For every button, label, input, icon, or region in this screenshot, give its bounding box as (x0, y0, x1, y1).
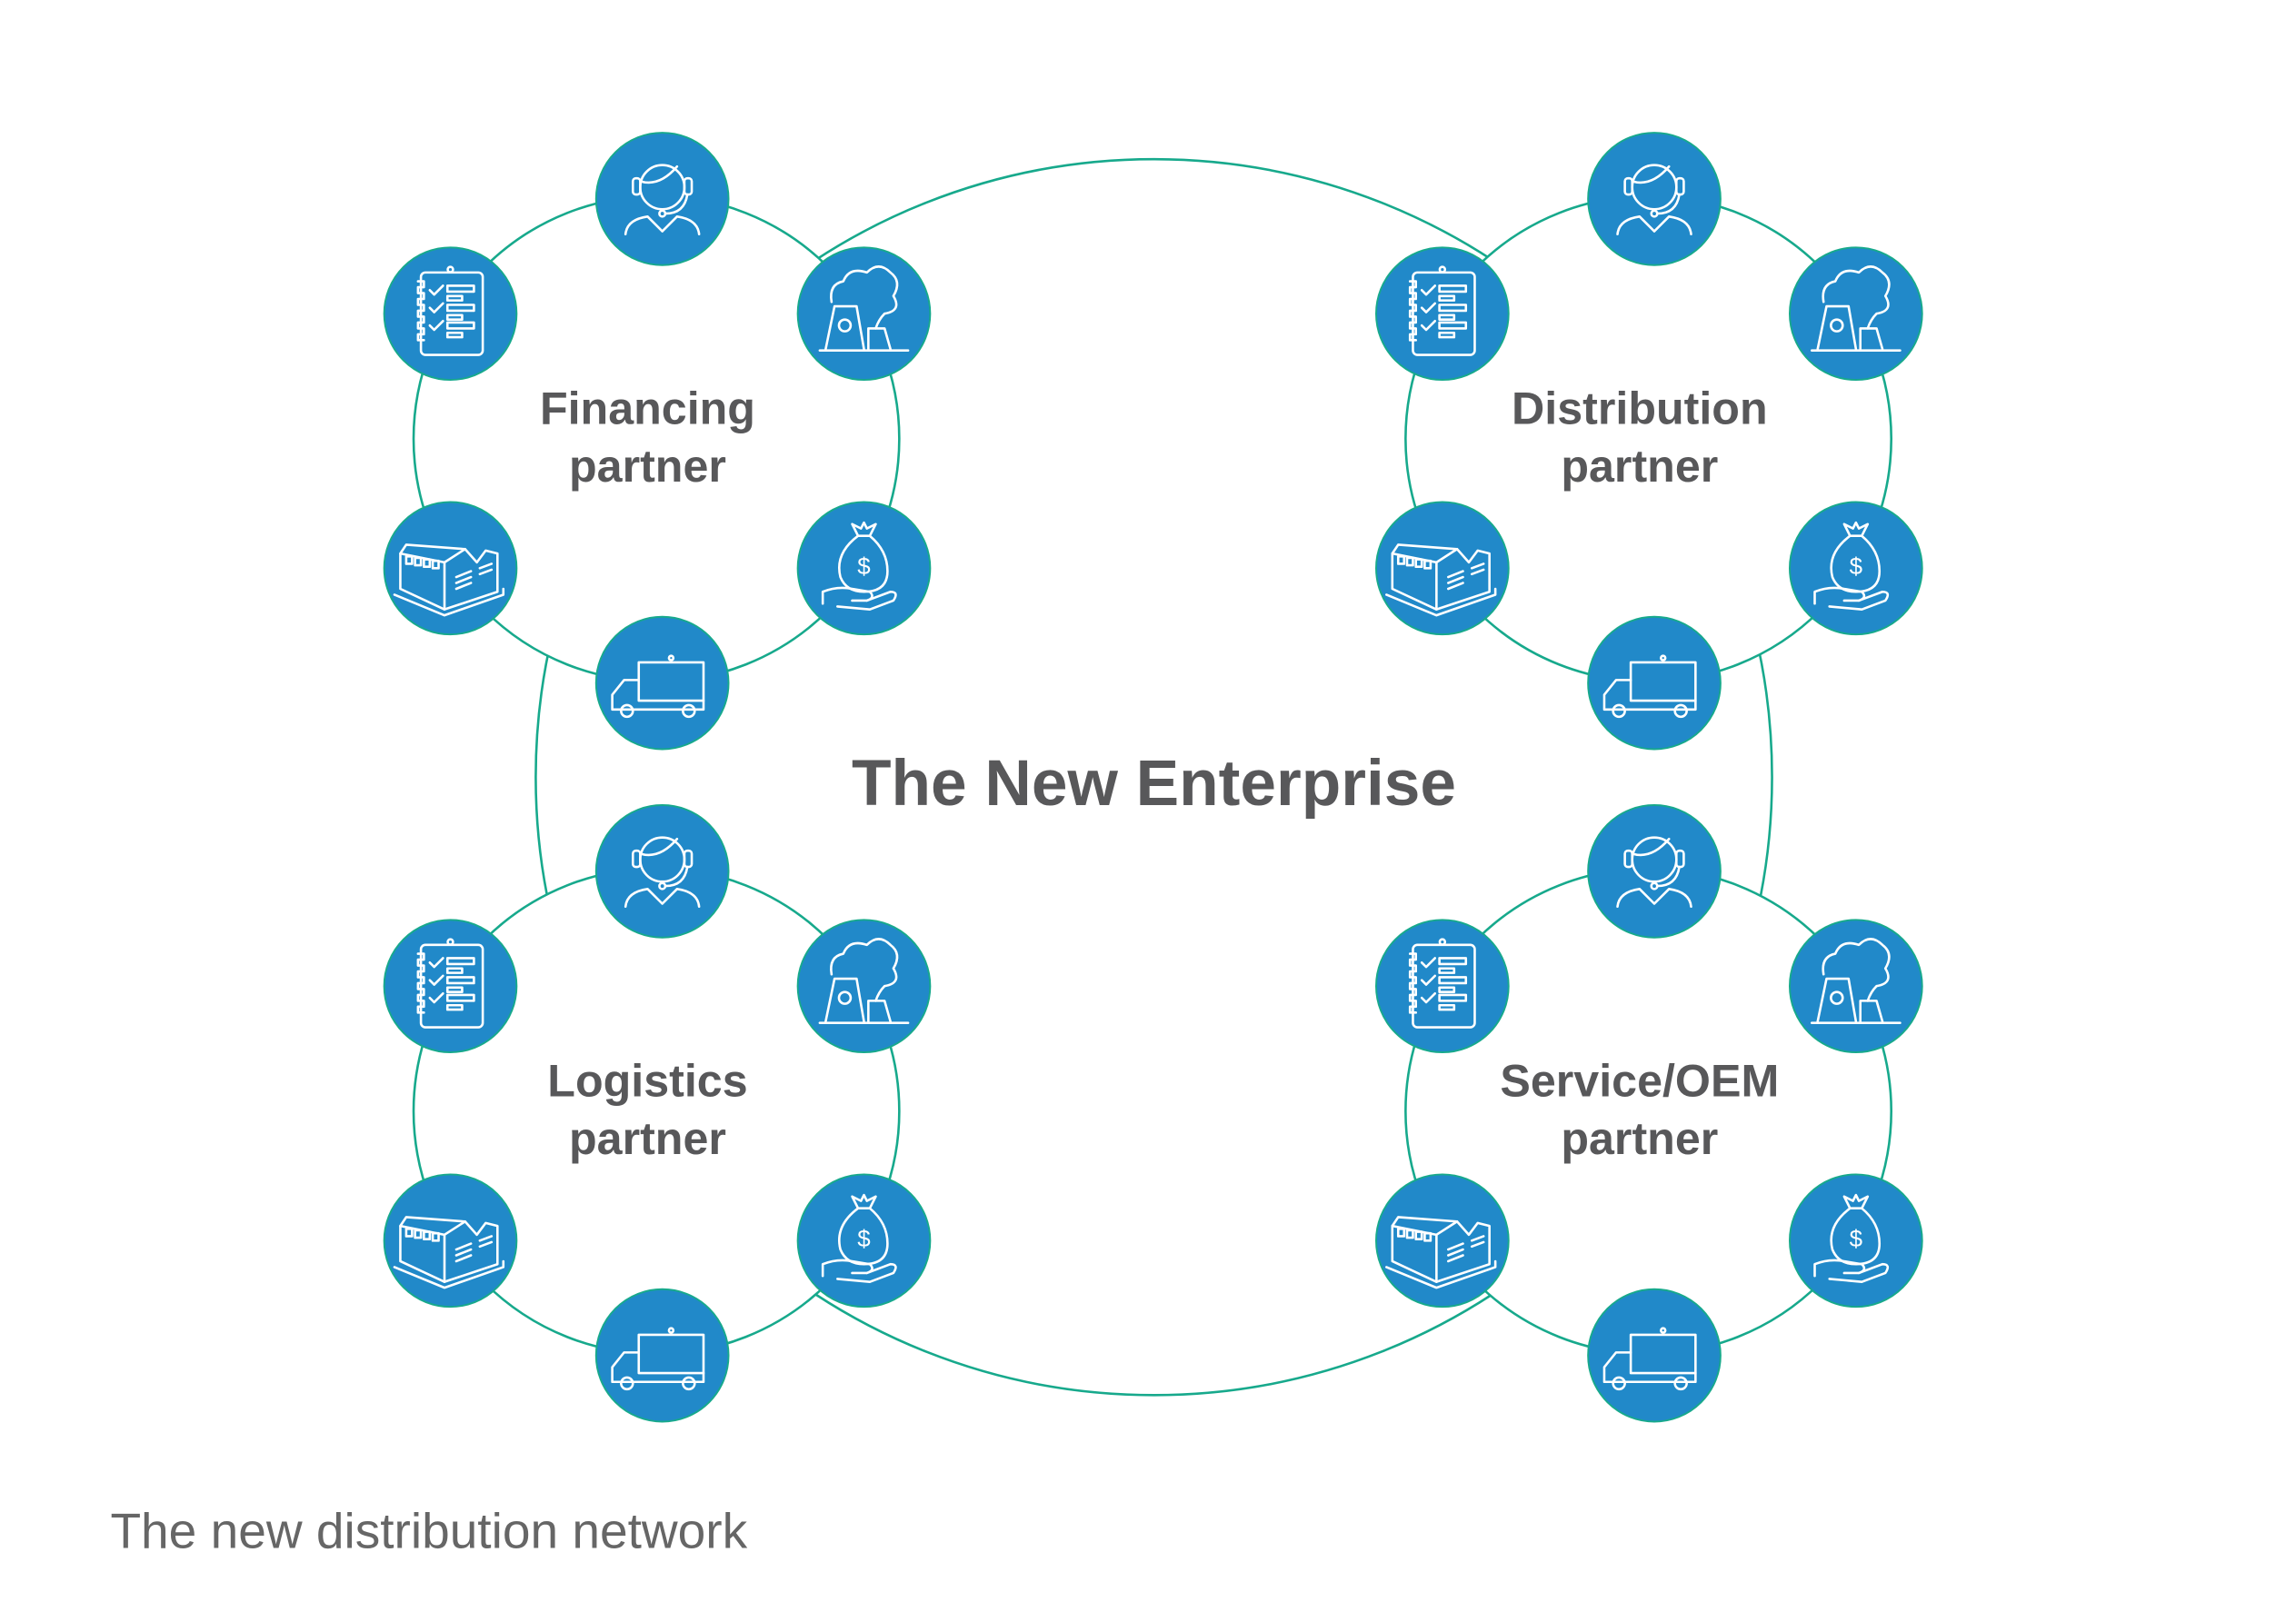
icon-node (796, 246, 932, 382)
partner-label: Service/OEM (1500, 1056, 1779, 1107)
partner-label: partner (1561, 1113, 1718, 1164)
icon-node (594, 615, 730, 751)
partner-cluster-distribution: Distribution partner (1375, 132, 1923, 751)
icon-node (1587, 132, 1722, 266)
partner-label: partner (569, 1113, 726, 1164)
diagram-caption: The new distribution network (110, 1503, 747, 1559)
icon-node (594, 1288, 730, 1423)
partner-cluster-service-oem: Service/OEM partner (1375, 804, 1923, 1423)
icon-node (1789, 246, 1923, 382)
partner-label: Distribution (1512, 383, 1768, 434)
icon-node (1587, 804, 1722, 939)
partner-label: Financing (540, 383, 755, 434)
partner-label: partner (569, 441, 726, 492)
partner-cluster-financing: Financing partner (383, 132, 932, 751)
partner-label: partner (1561, 441, 1718, 492)
diagram-title: The New Enterprise (852, 748, 1456, 820)
partner-cluster-logistics: Logistics partner (383, 804, 932, 1423)
partner-label: Logistics (547, 1056, 747, 1107)
icon-node (1789, 919, 1923, 1054)
icon-node (594, 132, 730, 266)
icon-node (594, 804, 730, 939)
icon-node (796, 919, 932, 1054)
enterprise-ring (534, 157, 1773, 1397)
icon-node (1587, 1288, 1722, 1423)
icon-node (1587, 615, 1722, 751)
